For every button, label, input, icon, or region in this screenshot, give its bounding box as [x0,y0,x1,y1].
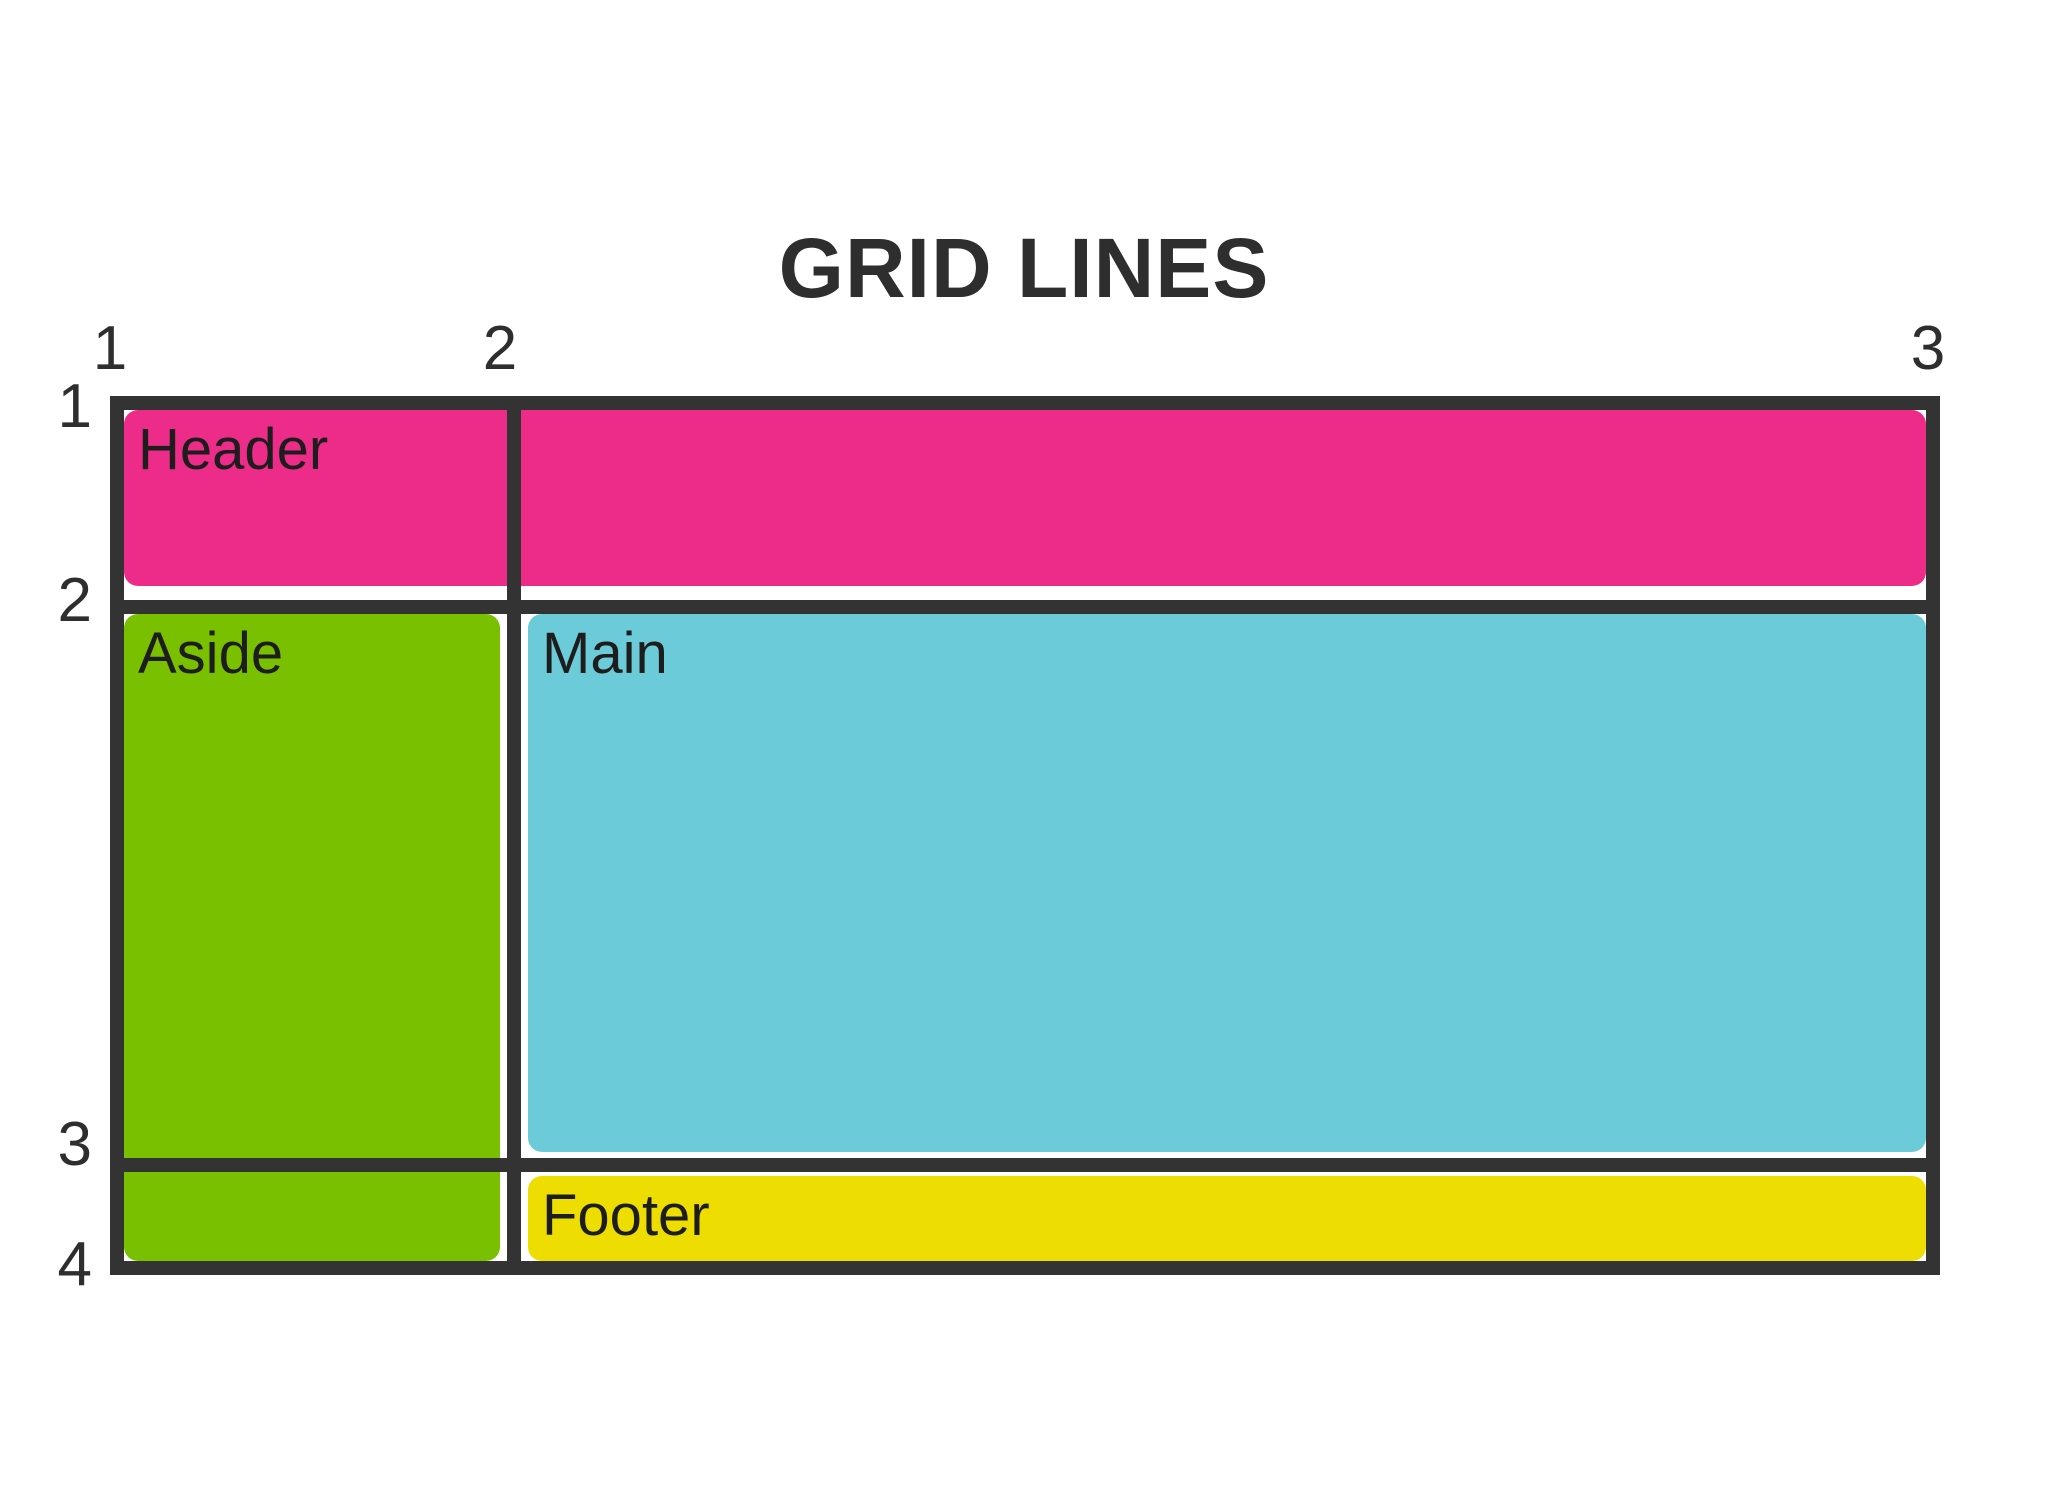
grid-area-main: Main [528,614,1926,1152]
row-line-label-4: 4 [57,1230,92,1299]
grid-area-header: Header [124,410,1926,586]
column-line-label-3: 3 [1910,314,1946,383]
row-line-label-2: 2 [57,566,92,635]
grid-line-row-2 [124,600,1926,614]
grid-area-aside: Aside [124,614,500,1261]
page-title: GRID LINES [778,221,1270,315]
row-line-label-1: 1 [57,372,92,441]
column-line-label-1: 1 [92,314,128,383]
grid-line-row-3 [124,1158,1926,1172]
grid-container: Header Aside Main Footer [110,396,1940,1275]
row-line-label-3: 3 [57,1110,92,1179]
grid-area-footer: Footer [528,1176,1926,1261]
column-line-label-2: 2 [482,314,518,383]
grid-line-column-2 [507,410,521,1261]
grid-inner: Header Aside Main Footer [124,410,1926,1261]
